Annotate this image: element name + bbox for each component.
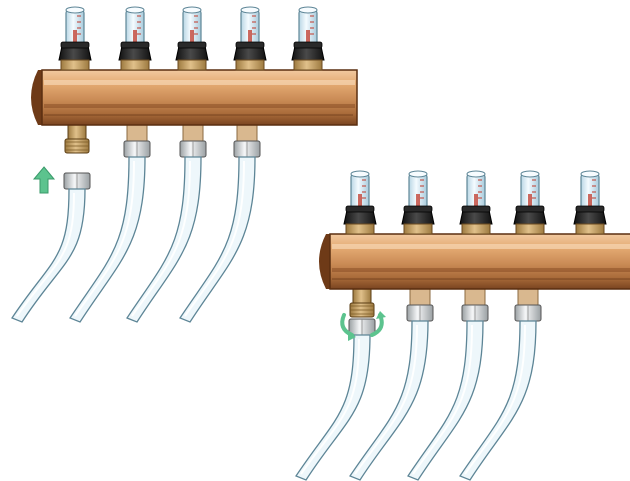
outlet-thread xyxy=(183,125,203,141)
flowmeter xyxy=(234,7,266,70)
outlet-thread xyxy=(518,289,538,305)
manifold-bar xyxy=(31,70,357,125)
outlet-thread xyxy=(410,289,430,305)
outlet-thread xyxy=(465,289,485,305)
flowmeter xyxy=(402,171,434,234)
manifold-body xyxy=(42,70,357,125)
outlet-active xyxy=(12,125,90,322)
outlet-active xyxy=(296,289,375,480)
flowmeter xyxy=(460,171,492,234)
flowmeter xyxy=(119,7,151,70)
pex-tube xyxy=(12,189,85,322)
flowmeter-collar xyxy=(236,60,264,70)
outlet-thread xyxy=(127,125,147,141)
flowmeter xyxy=(59,7,91,70)
panel-step-tighten xyxy=(296,171,630,480)
flowmeter-collar xyxy=(61,60,89,70)
up-arrow-icon xyxy=(34,167,54,193)
flowmeter xyxy=(176,7,208,70)
flowmeter-collar xyxy=(121,60,149,70)
flowmeter-collar xyxy=(294,60,322,70)
pex-tube xyxy=(296,335,370,480)
flowmeter-collar xyxy=(462,224,490,234)
manifold-body xyxy=(330,234,630,289)
flowmeter-collar xyxy=(516,224,544,234)
flowmeter-collar xyxy=(346,224,374,234)
flowmeter xyxy=(344,171,376,234)
flowmeter xyxy=(514,171,546,234)
brass-stem xyxy=(353,289,371,303)
panel-step-connect xyxy=(12,7,357,322)
brass-stem xyxy=(68,125,86,139)
flowmeter-collar xyxy=(178,60,206,70)
flowmeter xyxy=(574,171,606,234)
manifold-bar xyxy=(319,234,630,289)
outlet-thread xyxy=(237,125,257,141)
flowmeter xyxy=(292,7,324,70)
flowmeter-collar xyxy=(404,224,432,234)
flowmeter-collar xyxy=(576,224,604,234)
